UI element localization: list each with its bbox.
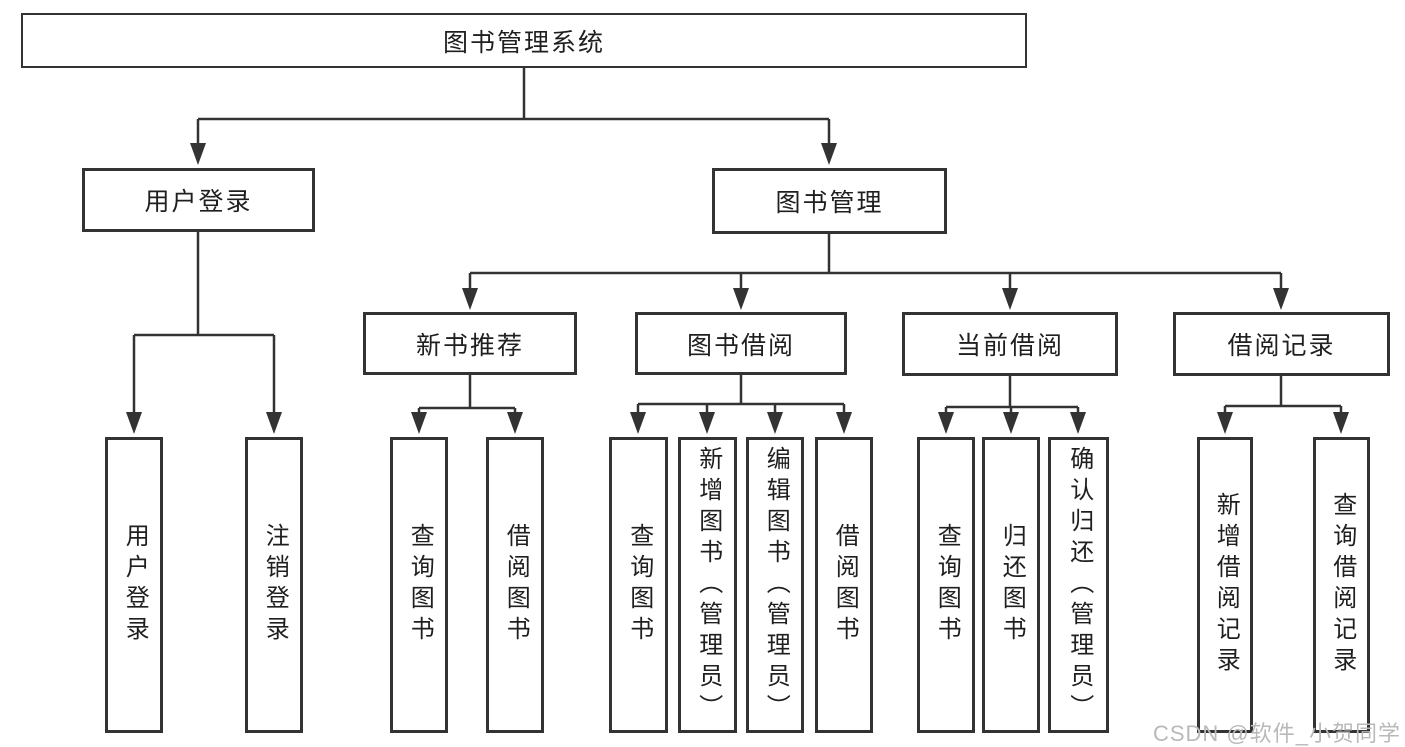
- node-borrowing-records: 借阅记录: [1173, 312, 1390, 376]
- leaf-query-borrow-record: 查询借阅记录: [1313, 437, 1370, 733]
- leaf-query-books-current-label: 查询图书: [933, 523, 961, 647]
- leaf-query-books-borrowing: 查询图书: [609, 437, 668, 733]
- leaf-query-books-recommend: 查询图书: [390, 437, 448, 733]
- leaf-confirm-return-admin-label: 确认归还（管理员）: [1065, 445, 1093, 725]
- leaf-logout: 注销登录: [245, 437, 303, 733]
- connector-path: [132, 66, 1343, 414]
- node-user-login: 用户登录: [82, 168, 315, 232]
- node-new-book-recommendation-label: 新书推荐: [415, 331, 524, 360]
- leaf-borrow-books-recommend-label: 借阅图书: [502, 523, 530, 647]
- leaf-confirm-return-admin: 确认归还（管理员）: [1048, 437, 1109, 733]
- leaf-edit-book-admin: 编辑图书（管理员）: [746, 437, 804, 733]
- node-new-book-recommendation: 新书推荐: [363, 312, 577, 375]
- leaf-query-books-current: 查询图书: [917, 437, 975, 733]
- leaf-borrow-books-recommend: 借阅图书: [486, 437, 544, 733]
- arrowheads: [126, 143, 1349, 434]
- node-book-management: 图书管理: [712, 168, 947, 234]
- leaf-query-books-borrowing-label: 查询图书: [625, 523, 653, 647]
- leaf-add-book-admin: 新增图书（管理员）: [678, 437, 737, 733]
- leaf-edit-book-admin-label: 编辑图书（管理员）: [762, 445, 790, 725]
- leaf-borrow-books-borrowing-label: 借阅图书: [831, 523, 859, 647]
- node-book-borrowing: 图书借阅: [635, 312, 847, 375]
- leaf-user-login: 用户登录: [105, 437, 163, 733]
- leaf-return-books-label: 归还图书: [998, 523, 1026, 647]
- leaf-return-books: 归还图书: [982, 437, 1040, 733]
- leaf-borrow-books-borrowing: 借阅图书: [815, 437, 873, 733]
- leaf-add-borrow-record: 新增借阅记录: [1197, 437, 1253, 733]
- leaf-add-borrow-record-label: 新增借阅记录: [1212, 492, 1240, 678]
- leaf-logout-label: 注销登录: [261, 523, 289, 647]
- node-library-system-label: 图书管理系统: [442, 28, 605, 57]
- node-borrowing-records-label: 借阅记录: [1227, 332, 1336, 360]
- leaf-add-book-admin-label: 新增图书（管理员）: [694, 445, 722, 725]
- leaf-user-login-label: 用户登录: [121, 523, 149, 647]
- node-current-borrowing: 当前借阅: [902, 312, 1118, 376]
- leaf-query-borrow-record-label: 查询借阅记录: [1328, 492, 1356, 678]
- node-book-borrowing-label: 图书借阅: [686, 331, 795, 360]
- leaf-query-books-recommend-label: 查询图书: [406, 523, 434, 647]
- node-book-management-label: 图书管理: [775, 189, 884, 217]
- node-current-borrowing-label: 当前借阅: [955, 332, 1064, 360]
- node-user-login-label: 用户登录: [144, 188, 253, 216]
- watermark: CSDN @软件_小贺同学: [1152, 721, 1401, 746]
- node-library-system: 图书管理系统: [21, 13, 1027, 68]
